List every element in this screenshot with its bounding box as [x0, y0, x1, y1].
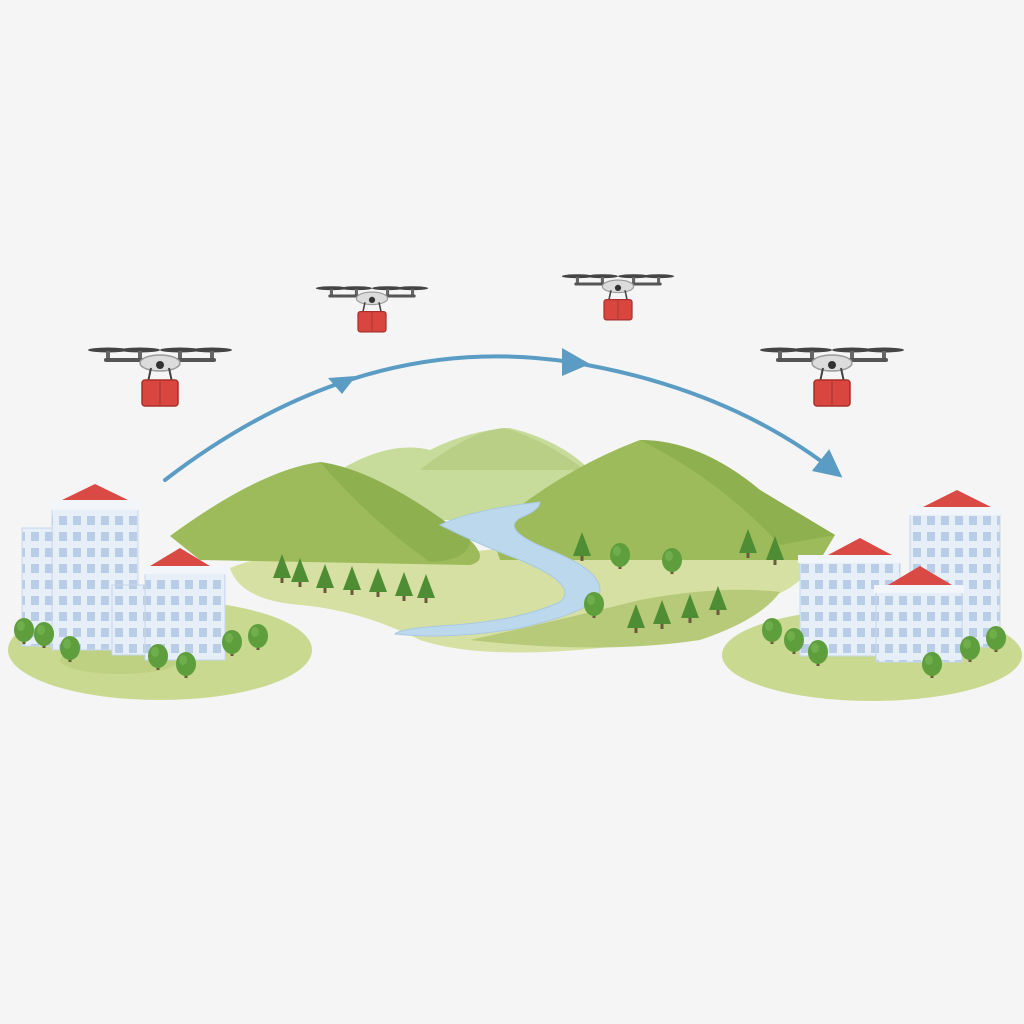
drone-1 [87, 346, 233, 407]
drone-2 [315, 285, 429, 333]
building-short-left [111, 548, 227, 661]
origin-city [8, 484, 312, 700]
drone-4 [759, 346, 905, 407]
flight-path-arrow-icon [163, 348, 843, 482]
drone-3 [561, 273, 675, 321]
building-front-right [874, 566, 964, 663]
hills-river-landscape [170, 428, 835, 653]
destination-city [722, 490, 1022, 701]
